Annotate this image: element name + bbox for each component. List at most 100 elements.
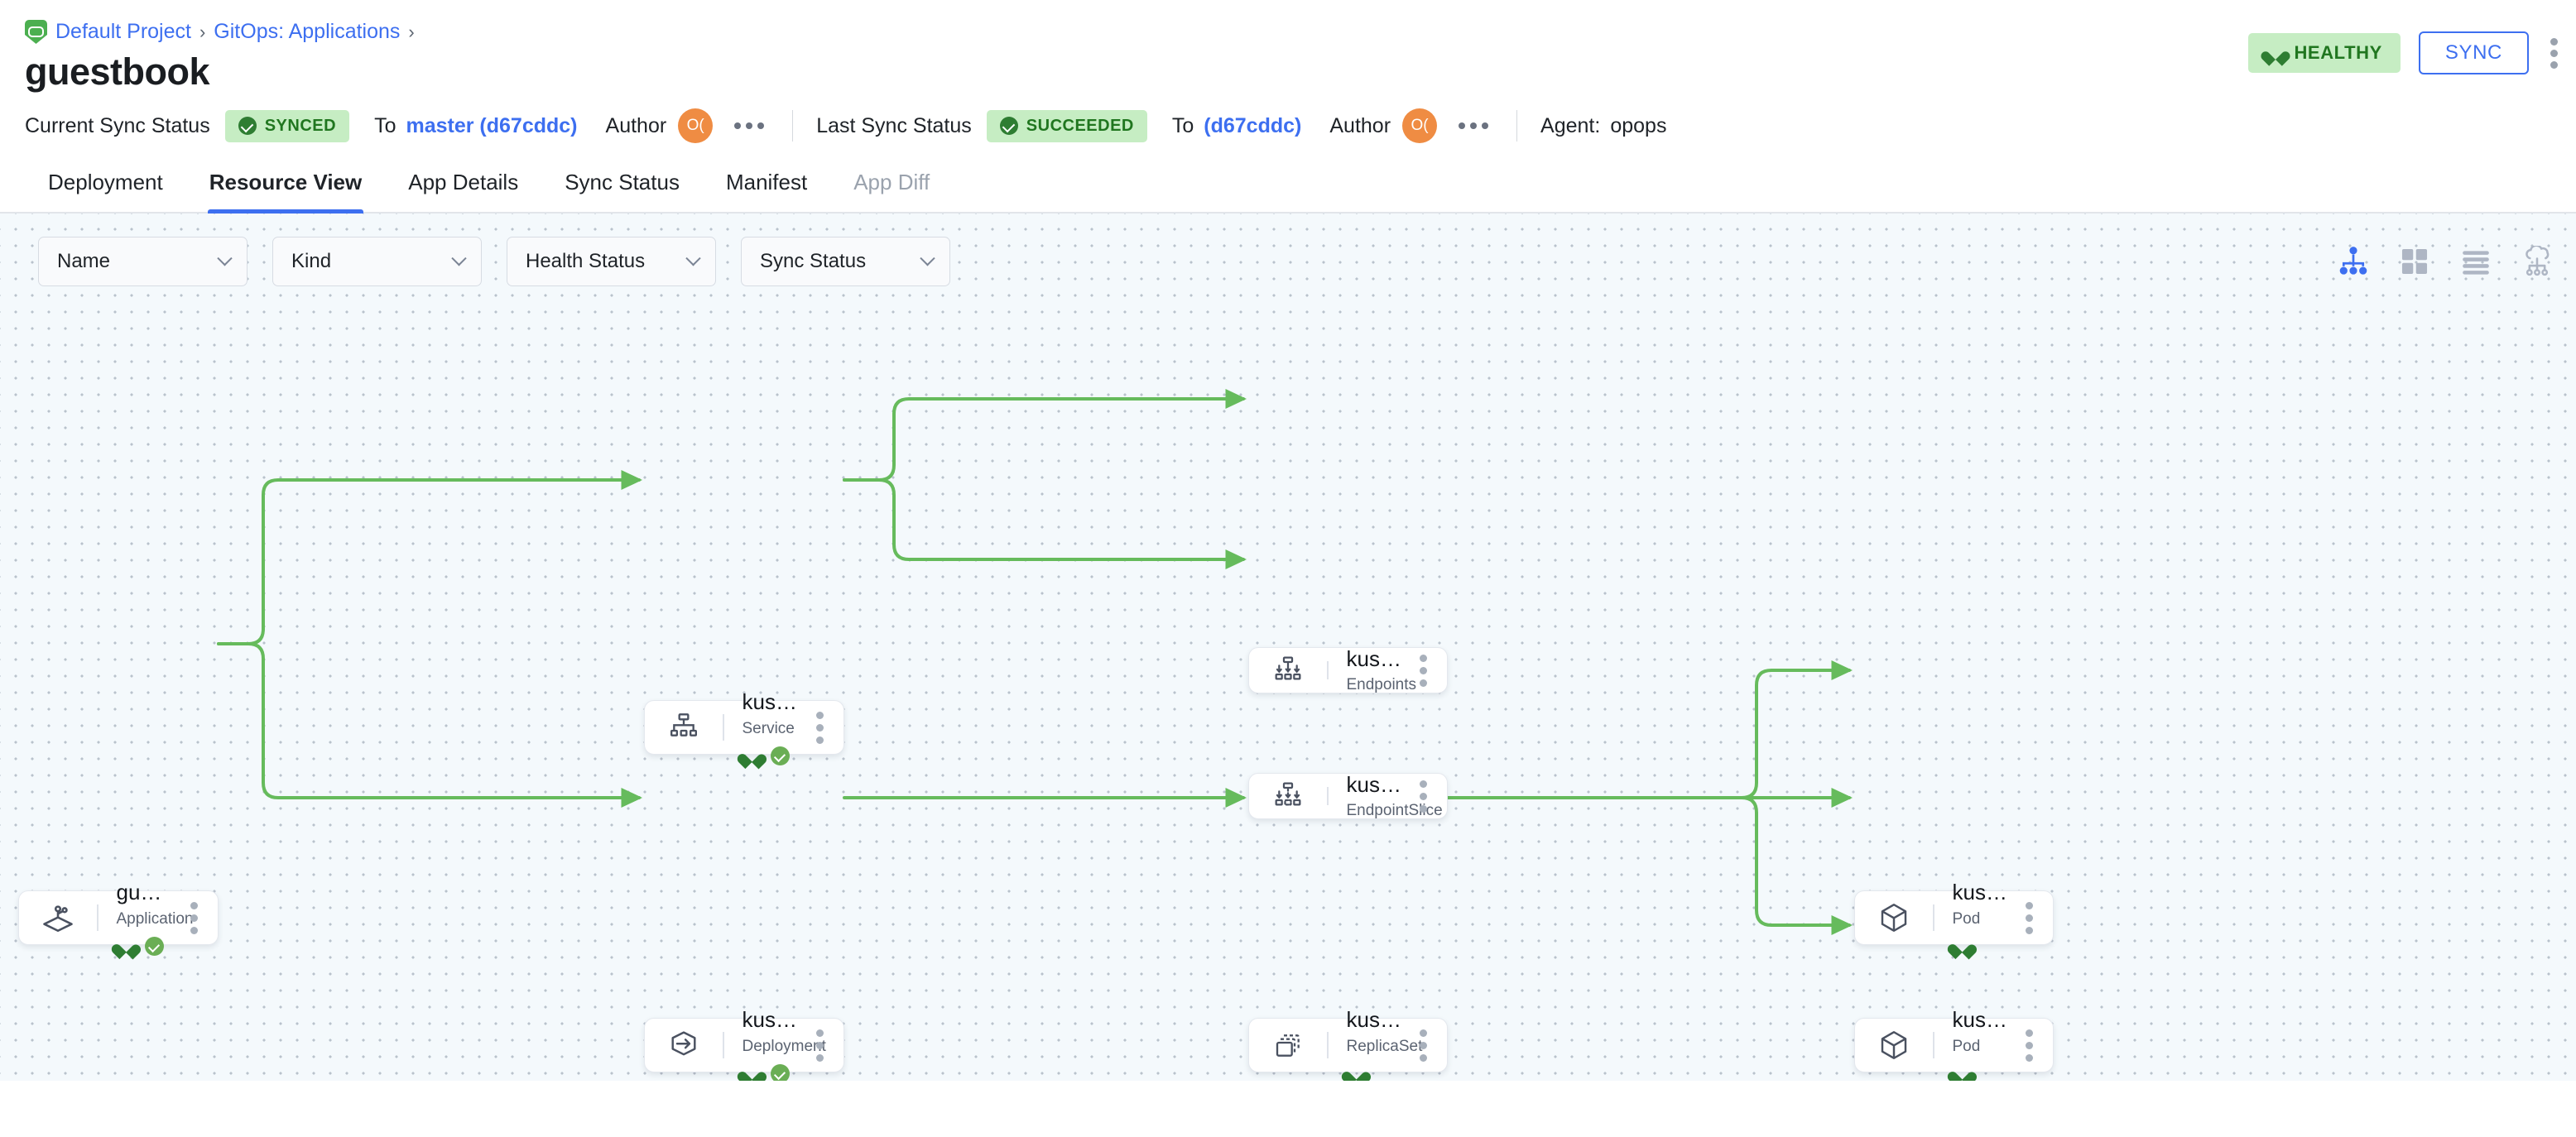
kebab-vertical-icon[interactable] bbox=[2547, 35, 2558, 72]
graph-node-endpointslice[interactable]: kustomize-guestbook-ui-… EndpointSlice bbox=[1248, 771, 1448, 821]
resource-graph-canvas[interactable]: Name Kind Health Status Sync Status bbox=[0, 213, 2576, 1081]
avatar[interactable]: O( bbox=[678, 108, 714, 143]
last-sync-to-label: To bbox=[1171, 113, 1194, 137]
node-divider bbox=[1933, 1032, 1934, 1058]
node-menu-icon[interactable] bbox=[807, 1029, 832, 1062]
pod-icon bbox=[1855, 1028, 1933, 1063]
node-status-badges bbox=[1953, 1064, 2009, 1081]
last-author-label: Author bbox=[1329, 113, 1391, 137]
current-sync-status-badge: SYNCED bbox=[224, 109, 350, 142]
endpointslice-icon bbox=[1249, 780, 1327, 813]
chevron-down-icon bbox=[920, 250, 935, 266]
heart-icon bbox=[1953, 1066, 1971, 1081]
endpoints-icon bbox=[1249, 654, 1327, 687]
edge-replicaset-pod1 bbox=[1446, 660, 1853, 799]
node-content: kustomize-guestbook-ui-… EndpointSlice bbox=[1329, 771, 1443, 821]
project-shield-icon bbox=[25, 20, 47, 44]
node-menu-icon[interactable] bbox=[2016, 901, 2041, 934]
grid-view-icon[interactable] bbox=[2399, 246, 2430, 277]
graph-node-pod-2[interactable]: kustomize-guestbook-ui-… Pod bbox=[1854, 1007, 2054, 1072]
node-title: kustomize-guestbook-ui bbox=[742, 689, 800, 715]
replicaset-icon bbox=[1249, 1029, 1327, 1062]
breadcrumb-link-gitops-applications[interactable]: GitOps: Applications bbox=[214, 20, 401, 43]
node-status-badges bbox=[743, 746, 800, 766]
node-divider bbox=[1327, 787, 1329, 805]
node-divider bbox=[723, 714, 724, 741]
health-status-label: HEALTHY bbox=[2294, 42, 2382, 63]
agent-value: opops bbox=[1610, 113, 1667, 137]
network-view-icon[interactable] bbox=[2521, 246, 2553, 277]
filter-sync-status[interactable]: Sync Status bbox=[741, 237, 950, 286]
node-divider bbox=[723, 1032, 724, 1058]
node-title: kustomize-guestbook-ui bbox=[1346, 645, 1403, 671]
agent-label: Agent: bbox=[1540, 113, 1601, 137]
node-kind: Application bbox=[116, 909, 194, 928]
node-menu-icon[interactable] bbox=[181, 901, 206, 934]
graph-node-pod-1[interactable]: kustomize-guestbook-ui-… Pod bbox=[1854, 880, 2054, 945]
node-status-badges bbox=[1953, 937, 2009, 957]
edge-app-service bbox=[217, 470, 642, 645]
header-actions: HEALTHY SYNC bbox=[2248, 31, 2558, 74]
sync-button[interactable]: SYNC bbox=[2418, 31, 2529, 74]
current-author-more-icon[interactable] bbox=[729, 118, 769, 134]
node-content: kustomize-guestbook-ui-… ReplicaSet bbox=[1329, 1006, 1423, 1081]
filter-name[interactable]: Name bbox=[38, 237, 248, 286]
list-view-icon[interactable] bbox=[2460, 246, 2492, 277]
graph-node-application[interactable]: guestbook Application bbox=[18, 880, 219, 957]
node-menu-icon[interactable] bbox=[1411, 654, 1435, 687]
filter-health-status-label: Health Status bbox=[526, 250, 646, 272]
current-sync-status-value: SYNCED bbox=[264, 116, 337, 135]
node-menu-icon[interactable] bbox=[807, 711, 832, 744]
node-kind: Pod bbox=[1952, 1037, 1981, 1055]
tab-deployment[interactable]: Deployment bbox=[48, 170, 163, 194]
graph-node-deployment[interactable]: kustomize-guestbook-ui Deployment bbox=[644, 1007, 844, 1081]
chevron-down-icon bbox=[685, 250, 701, 266]
node-title: kustomize-guestbook-ui-… bbox=[1346, 1007, 1403, 1033]
graph-node-service[interactable]: kustomize-guestbook-ui Service bbox=[644, 689, 844, 766]
node-kind: Deployment bbox=[742, 1037, 826, 1055]
node-status-badges bbox=[1347, 1064, 1403, 1081]
graph-node-replicaset[interactable]: kustomize-guestbook-ui-… ReplicaSet bbox=[1248, 1007, 1448, 1072]
view-mode-switcher bbox=[2338, 246, 2553, 277]
node-divider bbox=[1327, 661, 1329, 679]
node-divider bbox=[1933, 904, 1934, 931]
node-kind: Service bbox=[742, 719, 795, 737]
tab-sync-status[interactable]: Sync Status bbox=[565, 170, 680, 194]
heart-icon bbox=[743, 1066, 761, 1081]
node-kind: ReplicaSet bbox=[1346, 1037, 1423, 1055]
check-circle-icon bbox=[144, 937, 164, 957]
node-menu-icon[interactable] bbox=[1411, 1029, 1435, 1062]
node-content: kustomize-guestbook-ui Endpoints bbox=[1329, 645, 1417, 695]
deployment-icon bbox=[645, 1028, 723, 1063]
graph-toolbar: Name Kind Health Status Sync Status bbox=[0, 237, 2576, 286]
heart-icon bbox=[743, 748, 761, 765]
check-circle-icon bbox=[999, 117, 1018, 135]
filter-health-status[interactable]: Health Status bbox=[507, 237, 716, 286]
graph-node-endpoints[interactable]: kustomize-guestbook-ui Endpoints bbox=[1248, 645, 1448, 695]
tab-app-diff: App Diff bbox=[853, 170, 930, 194]
heart-icon bbox=[1347, 1066, 1365, 1081]
tab-manifest[interactable]: Manifest bbox=[725, 170, 808, 194]
service-icon bbox=[645, 711, 723, 744]
check-circle-icon bbox=[770, 1064, 790, 1081]
breadcrumb-link-default-project[interactable]: Default Project bbox=[55, 20, 191, 43]
filter-kind[interactable]: Kind bbox=[272, 237, 482, 286]
avatar-2[interactable]: O( bbox=[1402, 108, 1438, 143]
chevron-down-icon bbox=[451, 250, 467, 266]
current-sync-revision-link[interactable]: master (d67cddc) bbox=[406, 113, 578, 137]
heart-icon bbox=[2266, 46, 2284, 61]
node-menu-icon[interactable] bbox=[2016, 1029, 2041, 1062]
breadcrumb-separator-icon: › bbox=[199, 21, 206, 42]
app-header: Default Project › GitOps: Applications ›… bbox=[0, 0, 2576, 94]
heart-icon bbox=[1953, 938, 1971, 955]
breadcrumb-separator-icon-2: › bbox=[408, 21, 415, 42]
last-sync-revision-link[interactable]: (d67cddc) bbox=[1204, 113, 1302, 137]
current-author-label: Author bbox=[605, 113, 667, 137]
tab-resource-view[interactable]: Resource View bbox=[186, 158, 386, 213]
last-author-more-icon[interactable] bbox=[1454, 118, 1493, 134]
breadcrumb: Default Project › GitOps: Applications › bbox=[0, 0, 2576, 44]
node-menu-icon[interactable] bbox=[1411, 780, 1435, 813]
tree-view-icon[interactable] bbox=[2338, 246, 2369, 277]
node-kind: Pod bbox=[1952, 909, 1981, 928]
tab-app-details[interactable]: App Details bbox=[408, 170, 519, 194]
